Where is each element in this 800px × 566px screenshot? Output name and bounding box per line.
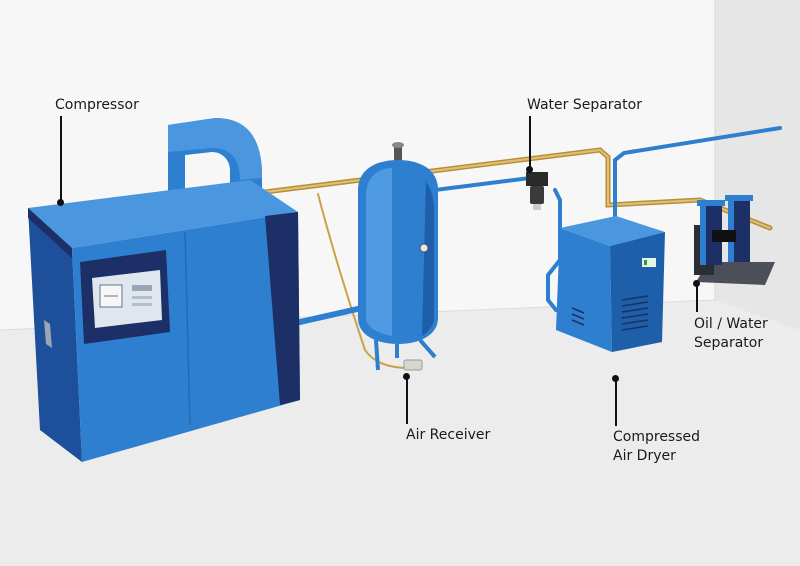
- oil-water-separator-unit: [694, 195, 775, 285]
- compressed-air-dryer-label-line2: Air Dryer: [613, 448, 676, 464]
- compressed-air-dryer-label-line1: Compressed: [613, 429, 701, 445]
- air-receiver-leader-dot: [403, 373, 410, 380]
- compressor-label: Compressor: [55, 97, 139, 113]
- blue-air-pipe: [297, 126, 782, 325]
- oil-water-separator-leader-line: [696, 284, 698, 312]
- air-receiver-tank: [358, 142, 438, 371]
- oil-water-separator-label-line2: Separator: [694, 335, 764, 351]
- compressed-air-dryer-leader-line: [615, 380, 617, 426]
- air-receiver-label: Air Receiver: [406, 427, 491, 443]
- water-separator-leader-dot: [526, 166, 533, 173]
- oil-water-separator-label-line1: Oil / Water: [694, 316, 768, 332]
- water-separator-leader-line: [529, 116, 531, 170]
- compressor-leader-line: [60, 116, 62, 202]
- air-receiver-leader-line: [406, 378, 408, 424]
- water-separator-label: Water Separator: [527, 97, 642, 113]
- water-separator-filter: [526, 172, 548, 210]
- compressed-air-dryer-leader-dot: [612, 375, 619, 382]
- oil-water-separator-leader-dot: [693, 280, 700, 287]
- compressed-air-dryer-unit: [556, 216, 665, 352]
- compressor-leader-dot: [57, 199, 64, 206]
- compressor-unit: [28, 118, 300, 462]
